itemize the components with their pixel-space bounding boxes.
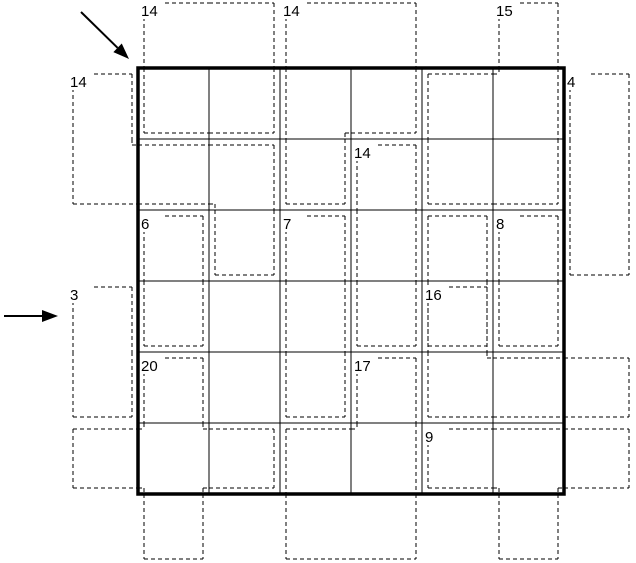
cage-sum-backing	[424, 428, 446, 445]
cage-sum-label: 14	[141, 3, 158, 20]
cage-sum-label: 7	[283, 216, 291, 233]
arrow-layer	[4, 11, 129, 322]
cage-sum-backing	[69, 286, 91, 303]
cage-5	[356, 144, 417, 347]
cage-sum-backing	[495, 2, 517, 19]
cage-sum-label: 20	[141, 358, 158, 375]
cage-sum-backing	[140, 2, 162, 19]
cage-sum-label: 14	[354, 145, 371, 162]
cage-sum-backing	[566, 73, 588, 90]
cage-sum-label: 16	[425, 287, 442, 304]
cage-sum-backing	[495, 215, 517, 232]
cage-sum-backing	[282, 215, 304, 232]
cage-8	[285, 215, 488, 418]
cage-sum-label: 14	[283, 3, 300, 20]
cage-sum-label: 17	[354, 358, 371, 375]
arrow-right	[4, 310, 58, 322]
cage-sum-backing	[140, 357, 162, 374]
cage-4	[72, 73, 275, 276]
cage-sum-label: 15	[496, 3, 513, 20]
cage-6	[569, 73, 630, 276]
cage-sum-backing	[424, 286, 446, 303]
cage-10	[72, 286, 133, 418]
cage-sum-backing	[140, 215, 162, 232]
cage-sum-label: 6	[141, 216, 149, 233]
arrow-down-right	[80, 11, 129, 59]
label-layer: 14 14 15 14 14 4 6 7 8 3 16 20 17 9	[69, 2, 588, 446]
cage-3	[427, 2, 559, 205]
cage-sum-backing	[282, 2, 304, 19]
cage-sum-backing	[69, 73, 91, 90]
grid-border	[136, 66, 566, 496]
cage-sum-label: 8	[496, 216, 504, 233]
cage-sum-backing	[353, 144, 375, 161]
cage-sum-backing	[353, 357, 375, 374]
grid-layer	[136, 66, 566, 496]
cage-sum-label: 3	[70, 287, 78, 304]
arrow-shaft	[80, 11, 119, 49]
arrow-head	[42, 310, 58, 322]
cage-sum-label: 9	[425, 429, 433, 446]
cage-sum-label: 14	[70, 74, 87, 91]
arrow-head	[113, 43, 129, 59]
cage-12	[72, 357, 275, 560]
cage-sum-label: 4	[567, 74, 575, 91]
